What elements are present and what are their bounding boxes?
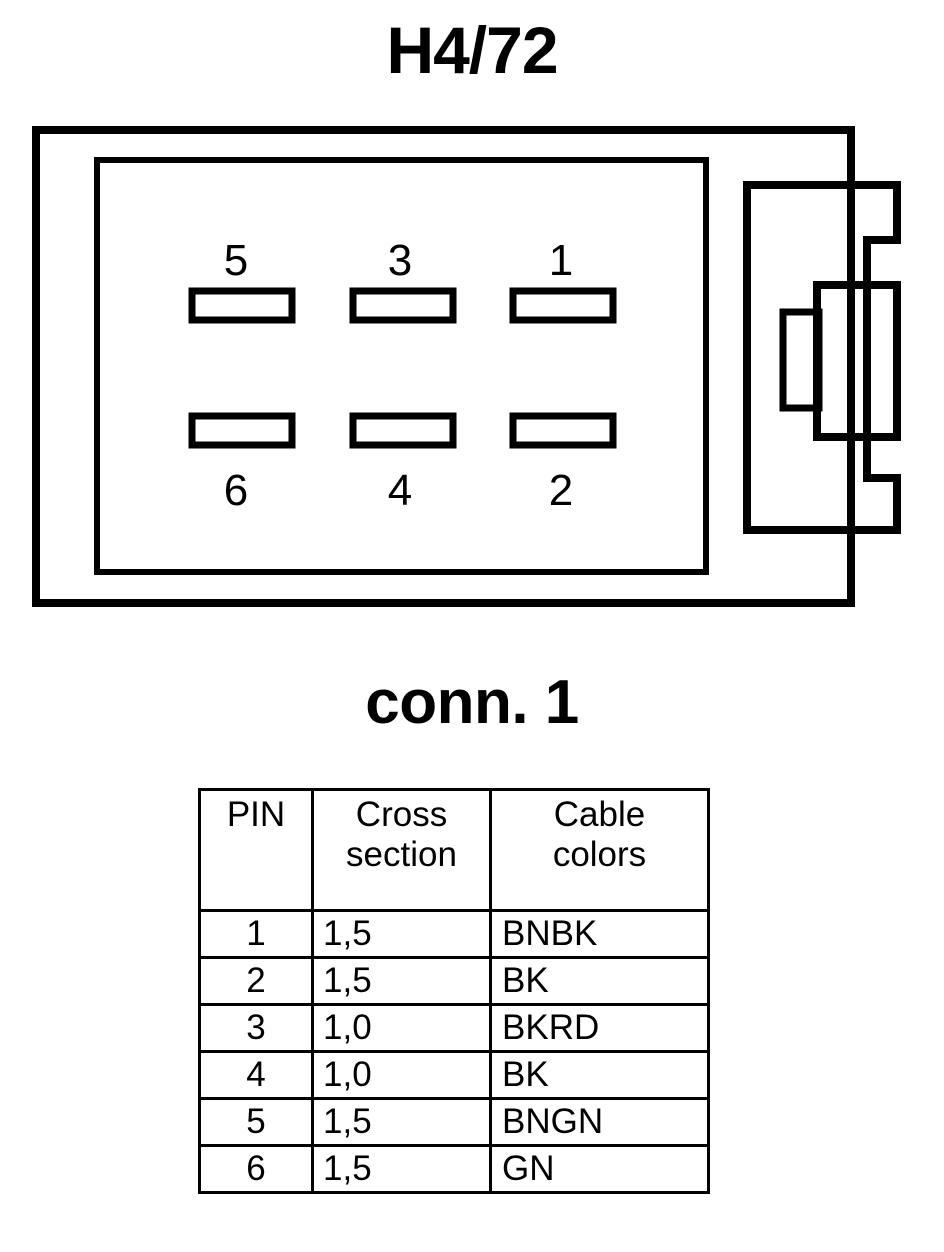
cell-cross: 1,5 xyxy=(311,909,492,959)
pin-label-5: 5 xyxy=(224,236,248,285)
connector-outer-housing xyxy=(32,126,855,607)
pin-terminal-6 xyxy=(188,412,296,449)
pin-label-3: 3 xyxy=(388,236,412,285)
connector-latch-outline xyxy=(743,181,901,534)
table-row: 2 1,5 BK xyxy=(198,956,710,1006)
cell-cross: 1,5 xyxy=(311,1097,492,1147)
cell-pin: 2 xyxy=(198,956,314,1006)
cell-cross: 1,0 xyxy=(311,1050,492,1100)
table-row: 5 1,5 BNGN xyxy=(198,1097,710,1147)
pin-assignment-table: PIN Cross section Cable colors 1 1,5 BNB… xyxy=(198,788,710,1194)
cell-pin: 6 xyxy=(198,1144,314,1194)
cell-pin: 1 xyxy=(198,909,314,959)
pin-row-top xyxy=(188,287,617,324)
cell-pin: 5 xyxy=(198,1097,314,1147)
header-cross-line1: Cross xyxy=(355,795,448,834)
cell-cross: 1,5 xyxy=(311,1144,492,1194)
pin-terminal-2 xyxy=(509,412,617,449)
table-row: 3 1,0 BKRD xyxy=(198,1003,710,1053)
table-header-cross-section: Cross section xyxy=(311,788,492,912)
header-colors-line2: colors xyxy=(552,835,647,874)
cell-color: BKRD xyxy=(489,1003,710,1053)
pin-terminal-3 xyxy=(349,287,457,324)
pin-label-6: 6 xyxy=(224,466,248,515)
pin-label-2: 2 xyxy=(549,466,573,515)
pin-labels-top: 5 3 1 xyxy=(224,236,573,285)
header-cross-line2: section xyxy=(346,835,457,874)
page-title: H4/72 xyxy=(386,13,558,87)
connector-diagram: 5 3 1 6 4 2 xyxy=(32,126,901,607)
cell-cross: 1,5 xyxy=(311,956,492,1006)
pin-terminal-5 xyxy=(188,287,296,324)
cell-color: BNBK xyxy=(489,909,710,959)
connector-inner-cavity xyxy=(94,157,709,575)
table-row: 6 1,5 GN xyxy=(198,1144,710,1194)
pin-row-bottom xyxy=(188,412,617,449)
cell-color: GN xyxy=(489,1144,710,1194)
latch-center-rect xyxy=(813,281,871,441)
latch-side-rect xyxy=(779,308,823,412)
cell-pin: 4 xyxy=(198,1050,314,1100)
cell-cross: 1,0 xyxy=(311,1003,492,1053)
pin-labels-bottom: 6 4 2 xyxy=(224,466,573,515)
cell-color: BK xyxy=(489,956,710,1006)
table-row: 1 1,5 BNBK xyxy=(198,909,710,959)
cell-color: BK xyxy=(489,1050,710,1100)
pin-terminal-1 xyxy=(509,287,617,324)
header-pin-text: PIN xyxy=(226,795,286,834)
header-colors-line1: Cable xyxy=(553,795,646,834)
pin-label-1: 1 xyxy=(549,236,573,285)
connector-name-label: conn. 1 xyxy=(365,668,579,737)
table-header-pin: PIN xyxy=(198,788,314,912)
table-body: 1 1,5 BNBK 2 1,5 BK 3 1,0 BKRD 4 1,0 BK … xyxy=(198,909,710,1194)
pin-terminal-4 xyxy=(349,412,457,449)
table-header-row: PIN Cross section Cable colors xyxy=(198,788,710,912)
cell-color: BNGN xyxy=(489,1097,710,1147)
pin-label-4: 4 xyxy=(388,466,412,515)
table-row: 4 1,0 BK xyxy=(198,1050,710,1100)
table-header-cable-colors: Cable colors xyxy=(489,788,710,912)
cell-pin: 3 xyxy=(198,1003,314,1053)
